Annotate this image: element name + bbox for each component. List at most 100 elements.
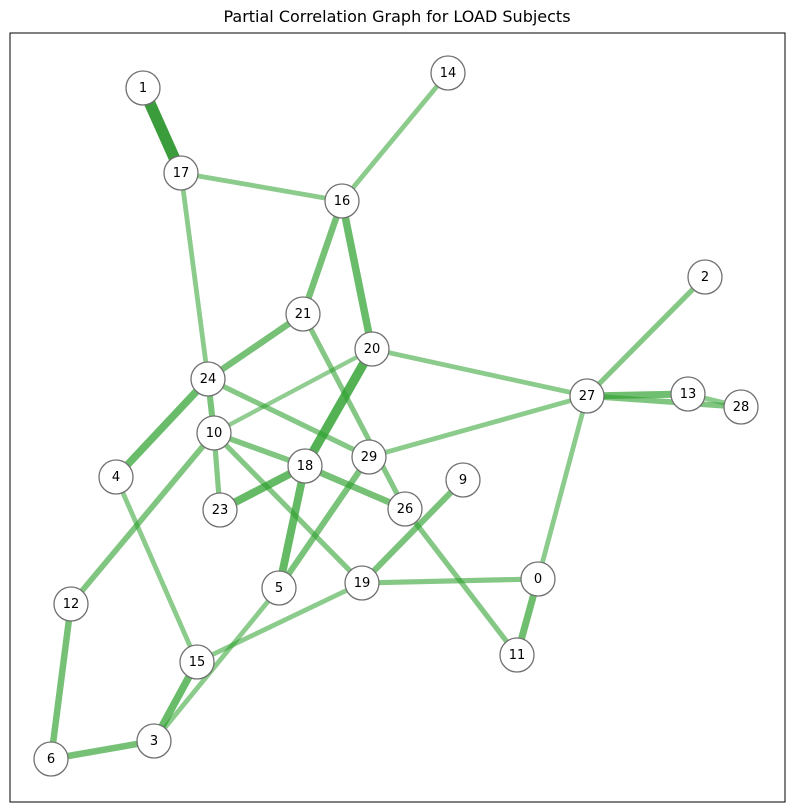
node-label: 16 — [334, 194, 351, 209]
node-circle — [196, 415, 232, 451]
edge-17-24 — [178, 172, 211, 380]
edge-21-26 — [300, 312, 408, 511]
node-label: 10 — [206, 426, 223, 441]
edge-17-16 — [180, 170, 343, 204]
edge-12-6 — [47, 603, 75, 760]
edge-2-27 — [585, 275, 707, 398]
node-circle — [202, 492, 238, 528]
edge-10-19 — [212, 431, 364, 585]
node-15: 15 — [179, 644, 215, 680]
edge-27-28 — [586, 393, 742, 410]
node-circle — [136, 723, 172, 759]
node-12: 12 — [53, 586, 89, 622]
node-label: 17 — [173, 166, 190, 181]
node-label: 4 — [112, 470, 120, 485]
node-circle — [387, 491, 423, 527]
node-circle — [285, 296, 321, 332]
node-circle — [163, 155, 199, 191]
node-circle — [445, 462, 481, 498]
edge-5-3 — [152, 586, 281, 743]
node-circle — [687, 259, 723, 295]
node-13: 13 — [670, 376, 706, 412]
edge-20-18 — [300, 346, 377, 469]
node-label: 29 — [361, 450, 378, 465]
edge-18-5 — [275, 465, 309, 589]
node-label: 20 — [364, 342, 381, 357]
node-6: 6 — [33, 741, 69, 777]
node-label: 12 — [63, 597, 80, 612]
node-label: 13 — [680, 387, 697, 402]
node-9: 9 — [445, 462, 481, 498]
node-17: 17 — [163, 155, 199, 191]
edge-29-5 — [276, 455, 372, 590]
nodes-layer: 0123456910111213141516171819202123242627… — [33, 55, 759, 777]
node-label: 5 — [275, 581, 283, 596]
node-circle — [287, 448, 323, 484]
plot-frame — [9, 32, 786, 803]
node-label: 6 — [47, 752, 55, 767]
node-3: 3 — [136, 723, 172, 759]
node-29: 29 — [351, 439, 387, 475]
node-circle — [125, 70, 161, 106]
node-circle — [430, 55, 466, 91]
node-circle — [53, 586, 89, 622]
node-1: 1 — [125, 70, 161, 106]
node-label: 27 — [579, 389, 596, 404]
node-label: 0 — [534, 572, 542, 587]
edge-24-29 — [206, 376, 371, 460]
node-4: 4 — [98, 459, 134, 495]
edge-19-15 — [195, 580, 364, 665]
node-circle — [569, 378, 605, 414]
node-14: 14 — [430, 55, 466, 91]
node-label: 15 — [189, 655, 206, 670]
node-11: 11 — [499, 637, 535, 673]
node-circle — [670, 376, 706, 412]
node-circle — [520, 561, 556, 597]
edge-10-12 — [68, 431, 217, 606]
node-label: 26 — [397, 502, 414, 517]
node-circle — [190, 361, 226, 397]
node-20: 20 — [354, 331, 390, 367]
node-16: 16 — [324, 183, 360, 219]
node-24: 24 — [190, 361, 226, 397]
node-label: 24 — [200, 372, 217, 387]
node-label: 3 — [150, 734, 158, 749]
node-label: 23 — [212, 503, 229, 518]
node-label: 28 — [733, 400, 750, 415]
node-label: 9 — [459, 473, 467, 488]
edge-9-19 — [359, 477, 466, 586]
edge-27-29 — [368, 393, 588, 460]
edge-18-26 — [303, 463, 407, 512]
node-label: 2 — [701, 270, 709, 285]
node-28: 28 — [723, 389, 759, 425]
edge-21-24 — [206, 311, 305, 382]
node-circle — [33, 741, 69, 777]
edge-20-10 — [212, 347, 374, 435]
node-label: 14 — [440, 66, 457, 81]
node-5: 5 — [261, 570, 297, 606]
node-2: 2 — [687, 259, 723, 295]
node-circle — [499, 637, 535, 673]
node-circle — [261, 570, 297, 606]
chart-title: Partial Correlation Graph for LOAD Subje… — [223, 7, 571, 26]
node-10: 10 — [196, 415, 232, 451]
edge-16-20 — [338, 200, 376, 350]
edge-4-15 — [113, 476, 200, 663]
node-19: 19 — [344, 565, 380, 601]
node-27: 27 — [569, 378, 605, 414]
edge-16-14 — [340, 71, 450, 203]
edges-layer — [47, 71, 742, 763]
node-circle — [98, 459, 134, 495]
edge-27-0 — [535, 395, 590, 580]
node-circle — [344, 565, 380, 601]
node-circle — [324, 183, 360, 219]
node-circle — [723, 389, 759, 425]
node-23: 23 — [202, 492, 238, 528]
edge-19-0 — [361, 576, 539, 586]
node-18: 18 — [287, 448, 323, 484]
edge-24-4 — [113, 376, 211, 480]
edge-20-27 — [371, 346, 588, 399]
node-0: 0 — [520, 561, 556, 597]
node-label: 21 — [295, 307, 312, 322]
